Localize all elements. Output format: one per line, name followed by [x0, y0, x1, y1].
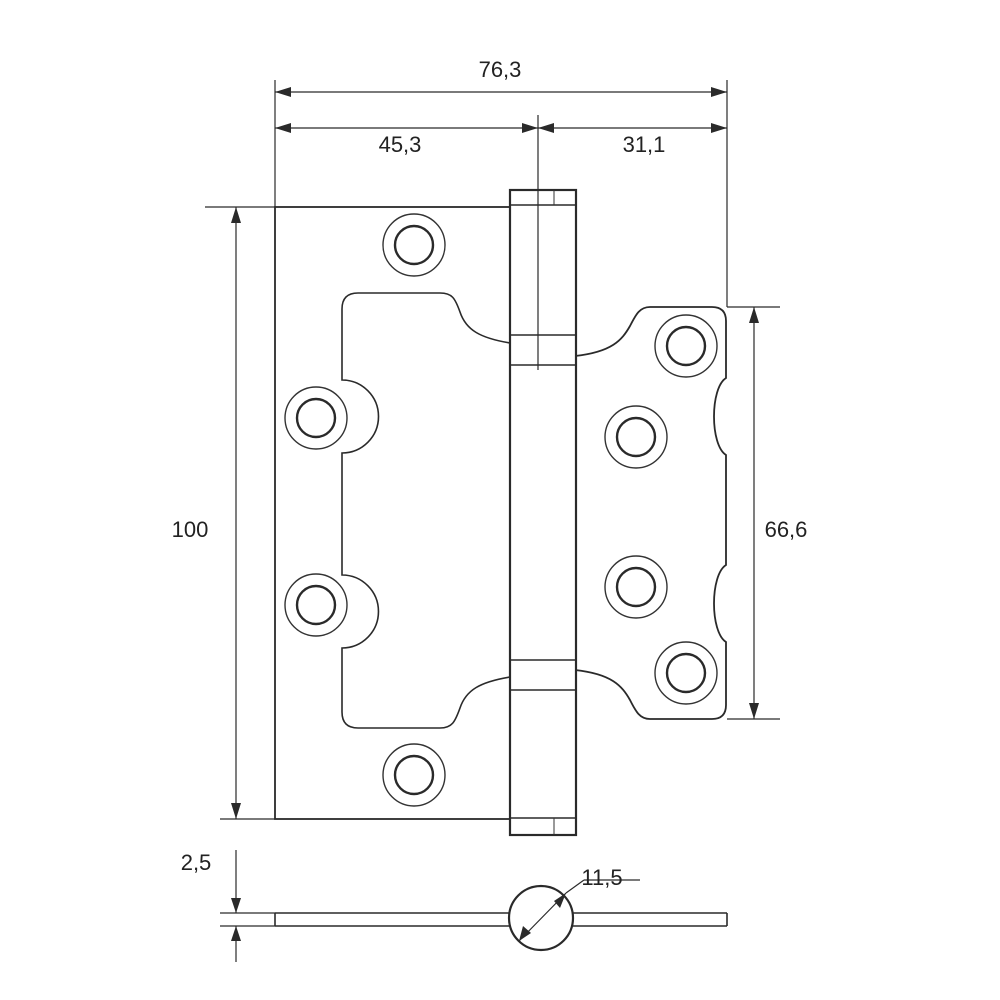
screw-hole — [604, 405, 668, 469]
right-leaf-width-label: 31,1 — [623, 132, 666, 157]
dimension-thickness: 2,5 — [181, 850, 275, 962]
dimension-right-leaf-height: 66,6 — [749, 307, 807, 719]
screw-hole — [654, 314, 718, 378]
left-leaf — [274, 206, 511, 820]
screw-hole — [284, 386, 348, 450]
screw-hole — [382, 213, 446, 277]
left-leaf-width-label: 45,3 — [379, 132, 422, 157]
dimension-right-leaf-width: 31,1 — [538, 123, 727, 157]
overall-height-label: 100 — [172, 517, 209, 542]
extension-lines — [205, 80, 780, 820]
dimension-overall-width: 76,3 — [275, 57, 727, 97]
screw-hole — [382, 743, 446, 807]
screw-holes — [284, 213, 718, 807]
left-leaf-cutout — [341, 292, 511, 729]
left-leaf-outline — [274, 206, 511, 820]
knuckle-outline — [508, 188, 578, 837]
hinge-knuckle — [508, 188, 578, 837]
dimension-knuckle-diameter: 11,5 — [518, 865, 640, 942]
screw-hole — [284, 573, 348, 637]
knuckle-diameter-label: 11,5 — [581, 865, 622, 890]
screw-hole — [654, 641, 718, 705]
side-view — [274, 884, 728, 952]
dimension-left-leaf-width: 45,3 — [275, 123, 538, 157]
overall-width-label: 76,3 — [479, 57, 522, 82]
dimension-overall-height: 100 — [172, 207, 241, 819]
thickness-label: 2,5 — [181, 850, 212, 875]
screw-hole — [604, 555, 668, 619]
right-leaf-height-label: 66,6 — [765, 517, 808, 542]
right-leaf — [574, 306, 727, 720]
